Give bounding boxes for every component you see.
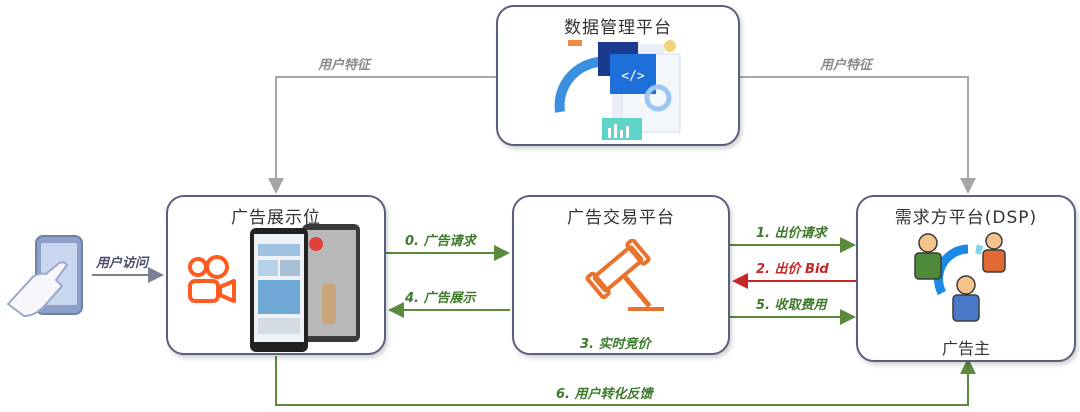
label-user-feature-right: 用户特征 [820,58,873,73]
dmp-node: 数据管理平台 </> [496,5,740,146]
dsp-node: 需求方平台(DSP) 广告主 [856,195,1076,362]
advertiser-label: 广告主 [941,339,990,358]
phone-screens-illustration [250,224,360,352]
kuaishou-logo-icon [188,255,236,303]
dsp-title: 需求方平台(DSP) [894,208,1038,228]
ad-slot-node: 广告展示位 [166,195,386,355]
label-bid: 2. 出价 Bid [756,262,829,277]
user-hand-phone-icon [6,235,83,318]
label-ad-display: 4. 广告展示 [405,291,476,306]
ad-exchange-node: 广告交易平台 3. 实时竞价 [512,195,730,355]
label-bid-request: 1. 出价请求 [756,226,827,241]
ad-slot-title: 广告展示位 [231,208,321,228]
edge-user-feature-left [268,76,496,194]
svg-text:</>: </> [621,69,645,84]
edge-user-feature-right [740,76,976,194]
label-user-visit: 用户访问 [96,256,149,271]
label-rtb: 3. 实时竞价 [580,337,651,352]
data-management-illustration: </> [554,40,681,140]
label-ad-request: 0. 广告请求 [405,234,476,249]
ad-exchange-title: 广告交易平台 [567,208,675,228]
label-settlement: 5. 收取费用 [756,298,827,313]
advertiser-people-icon [914,232,1006,322]
auction-gavel-icon [585,239,664,311]
label-conversion-feedback: 6. 用户转化反馈 [556,387,653,402]
dmp-title: 数据管理平台 [564,18,672,38]
label-user-feature-left: 用户特征 [318,58,371,73]
edge-conversion-feedback [275,356,976,406]
